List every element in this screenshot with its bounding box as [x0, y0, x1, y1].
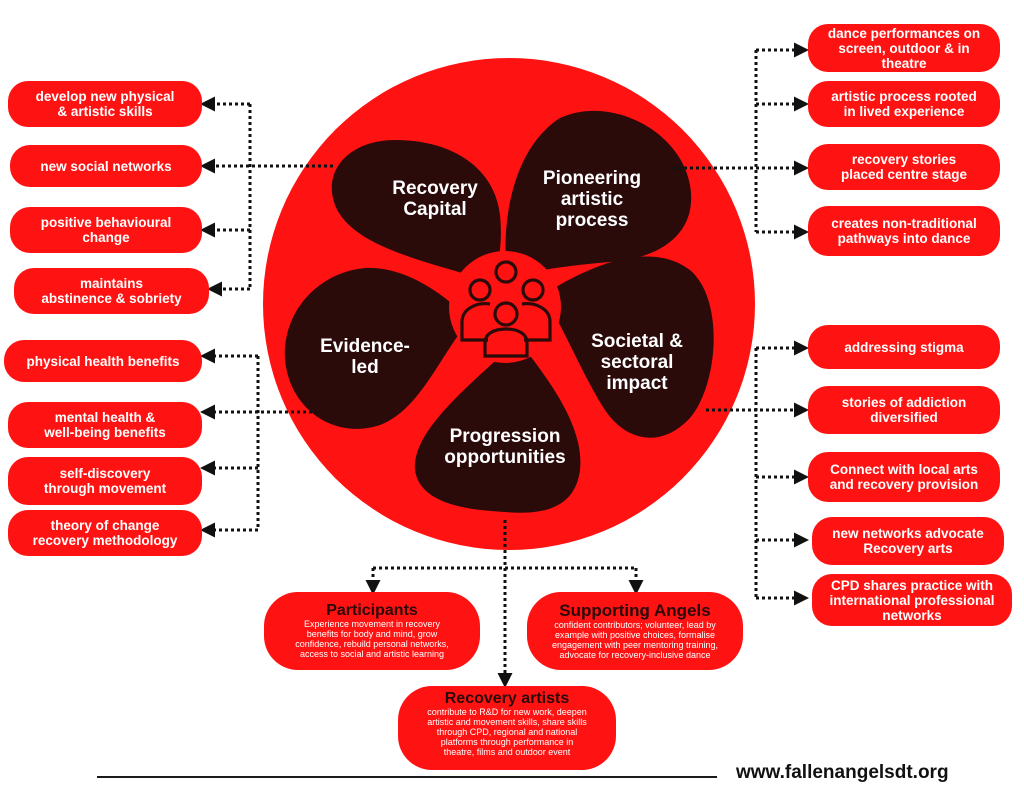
- petal-recovery-capital: [331, 140, 501, 282]
- connectors-right-bottom: [706, 340, 809, 606]
- supporting-angels-desc: confident contributors; volunteer, lead …: [551, 620, 719, 660]
- group-of-people-icon: [460, 260, 552, 358]
- pill-social-networks: new social networks: [10, 145, 202, 187]
- connectors-bottom: [365, 520, 644, 688]
- connectors-left-bottom: [200, 348, 318, 538]
- footer-url[interactable]: www.fallenangelsdt.org: [736, 762, 949, 783]
- petal-label-recovery-capital: Recovery Capital: [392, 178, 478, 220]
- pill-abstinence: maintains abstinence & sobriety: [14, 268, 209, 314]
- pill-dance-performances: dance performances on screen, outdoor & …: [808, 24, 1000, 72]
- petal-label-societal: Societal & sectoral impact: [591, 331, 683, 394]
- petal-label-pioneering: Pioneering artistic process: [542, 168, 642, 231]
- pill-develop-skills: develop new physical & artistic skills: [8, 81, 202, 127]
- center-circle: [449, 251, 561, 363]
- participants-desc: Experience movement in recovery benefits…: [295, 619, 449, 659]
- pill-behavioural-change: positive behavioural change: [10, 207, 202, 253]
- petal-evidence: [284, 267, 470, 429]
- connectors-left-top: [200, 96, 333, 297]
- pill-non-traditional: creates non-traditional pathways into da…: [808, 206, 1000, 256]
- pill-mental-health: mental health & well-being benefits: [8, 402, 202, 448]
- pill-theory-of-change: theory of change recovery methodology: [8, 510, 202, 556]
- pill-addressing-stigma: addressing stigma: [808, 325, 1000, 369]
- pill-new-networks: new networks advocate Recovery arts: [812, 517, 1004, 565]
- connectors-right-top: [672, 42, 809, 240]
- petal-label-evidence: Evidence- led: [320, 336, 410, 378]
- pill-recovery-stories: recovery stories placed centre stage: [808, 144, 1000, 190]
- supporting-angels-box: Supporting Angels confident contributors…: [527, 592, 743, 670]
- participants-title: Participants: [326, 602, 418, 619]
- pill-stories-of-addiction: stories of addiction diversified: [808, 386, 1000, 434]
- petal-societal: [543, 256, 714, 438]
- participants-box: Participants Experience movement in reco…: [264, 592, 480, 670]
- recovery-artists-box: Recovery artists contribute to R&D for n…: [398, 686, 616, 770]
- recovery-artists-desc: contribute to R&D for new work, deepen a…: [427, 707, 587, 757]
- petal-pioneering: [505, 110, 692, 280]
- petal-label-progression: Progression opportunities: [444, 426, 566, 468]
- footer-divider: [97, 776, 717, 778]
- petal-progression: [414, 340, 581, 513]
- recovery-artists-title: Recovery artists: [444, 690, 570, 707]
- pill-physical-health: physical health benefits: [4, 340, 202, 382]
- pill-connect-local: Connect with local arts and recovery pro…: [808, 452, 1000, 502]
- pill-artistic-process: artistic process rooted in lived experie…: [808, 81, 1000, 127]
- pill-cpd-shares: CPD shares practice with international p…: [812, 574, 1012, 626]
- supporting-angels-title: Supporting Angels: [559, 601, 711, 620]
- pill-self-discovery: self-discovery through movement: [8, 457, 202, 505]
